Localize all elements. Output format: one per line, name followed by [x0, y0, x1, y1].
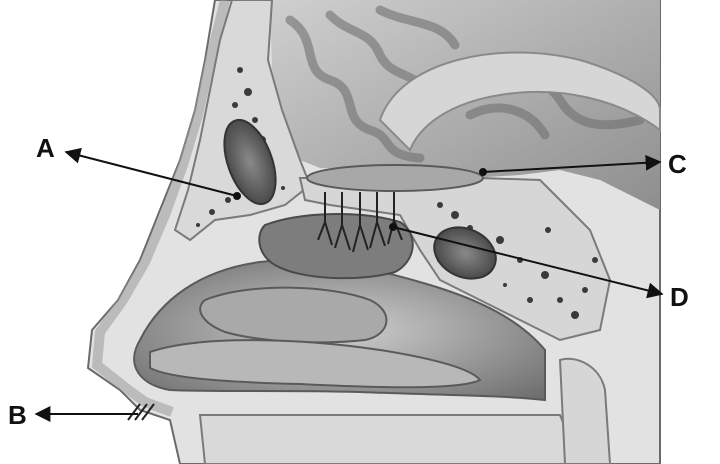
olfactory-bulb: [307, 165, 483, 191]
label-b: B: [8, 400, 27, 430]
label-c: C: [668, 149, 687, 179]
label-a: A: [36, 133, 55, 163]
hard-palate: [200, 415, 580, 464]
label-d: D: [670, 282, 689, 312]
